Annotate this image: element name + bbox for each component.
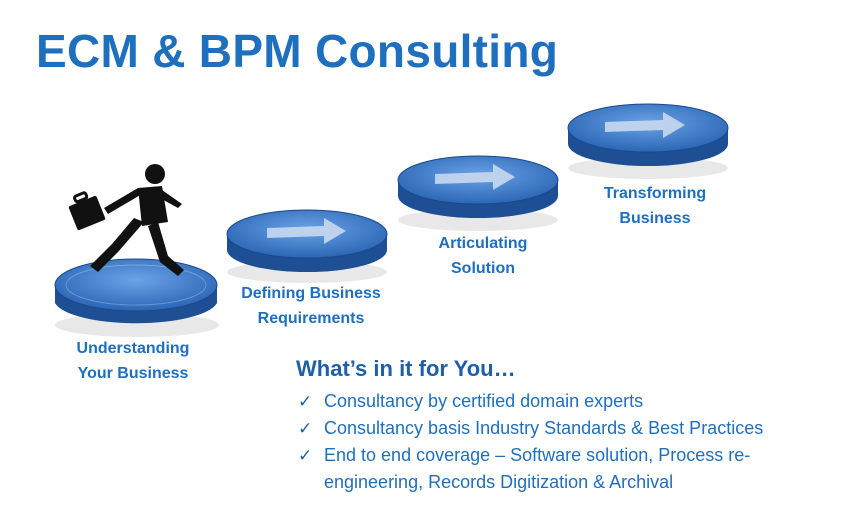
checkmark-icon: ✓ bbox=[298, 392, 313, 411]
step-label-understanding: Understanding Your Business bbox=[76, 340, 190, 382]
running-businessman-silhouette-icon bbox=[68, 164, 184, 276]
arrow-right-icon bbox=[605, 112, 685, 138]
list-item: ✓ Consultancy by certified domain expert… bbox=[296, 388, 841, 415]
list-item: ✓ Consultancy basis Industry Standards &… bbox=[296, 415, 841, 442]
step-disc-defining bbox=[222, 200, 392, 300]
page-title: ECM & BPM Consulting bbox=[36, 25, 559, 77]
checkmark-icon: ✓ bbox=[298, 419, 313, 438]
benefits-list: ✓ Consultancy by certified domain expert… bbox=[296, 388, 841, 496]
step-disc-articulating bbox=[393, 148, 563, 248]
step-disc-transforming bbox=[563, 96, 733, 196]
step-label-defining: Defining Business Requirements bbox=[241, 285, 381, 327]
list-item: ✓ End to end coverage – Software solutio… bbox=[296, 442, 841, 496]
arrow-right-icon bbox=[435, 164, 515, 190]
checkmark-icon: ✓ bbox=[298, 446, 313, 465]
arrow-right-icon bbox=[267, 218, 346, 244]
benefits-section: What’s in it for You… ✓ Consultancy by c… bbox=[296, 356, 841, 496]
step-label-articulating: Articulating Solution bbox=[438, 235, 528, 277]
step-label-transforming: Transforming Business bbox=[603, 185, 707, 227]
benefits-heading: What’s in it for You… bbox=[296, 356, 516, 381]
